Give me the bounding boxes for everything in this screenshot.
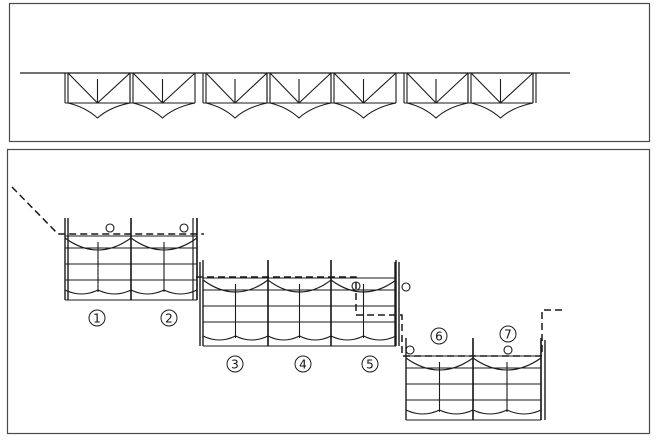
truss-membrane (132, 102, 196, 119)
unit-number-2: 2 (160, 309, 178, 327)
truss-diagonal (363, 72, 397, 104)
unit-number-6-text: 6 (435, 330, 443, 344)
section-unit (405, 338, 474, 421)
section-catenary (472, 357, 542, 371)
section-panel: 1 2 3 4 5 6 7 (6, 148, 651, 435)
truss-membrane (269, 102, 332, 119)
section-frame (6, 148, 651, 435)
section-unit (330, 260, 397, 347)
truss-membrane (406, 102, 469, 119)
section-units (64, 218, 546, 421)
section-catenary (330, 279, 397, 293)
section-ring-marker (105, 223, 115, 233)
truss-membrane (205, 102, 268, 119)
unit-number-7-text: 7 (504, 328, 512, 342)
section-base-scallop (202, 335, 269, 341)
truss-bay (266, 72, 332, 119)
truss-bay (64, 72, 131, 119)
dashed-profile-line (11, 186, 566, 357)
truss-diagonal (132, 72, 163, 104)
elevation-panel (8, 2, 651, 143)
section-base-scallop (267, 335, 332, 341)
truss-bay (202, 72, 268, 119)
truss-bay (403, 72, 469, 119)
unit-number-3-text: 3 (231, 358, 239, 372)
truss-diagonal (298, 72, 332, 104)
section-unit (130, 218, 198, 301)
truss-diagonal (205, 72, 236, 104)
truss-diagonal (470, 72, 501, 104)
section-unit (472, 338, 542, 421)
truss-diagonal (435, 72, 469, 104)
unit-number-1-text: 1 (93, 312, 101, 326)
unit-number-4: 4 (294, 355, 312, 373)
section-ring-marker (401, 282, 411, 292)
section-catenary (130, 237, 198, 251)
section-ring-marker (351, 281, 361, 291)
section-ring-marker (405, 345, 415, 355)
section-base-scallop (64, 289, 132, 295)
section-catenary (64, 237, 132, 251)
section-unit (202, 260, 269, 347)
truss-membrane (470, 102, 534, 119)
truss-diagonal (234, 72, 268, 104)
unit-number-2-text: 2 (165, 312, 173, 326)
section-base-scallop (130, 289, 198, 295)
section-catenary (267, 279, 332, 293)
truss-membrane (333, 102, 397, 119)
section-unit (267, 260, 332, 347)
section-ring-marker (503, 345, 513, 355)
section-base-scallop (472, 409, 542, 415)
section-base-scallop (330, 335, 397, 341)
truss-bay (330, 72, 397, 119)
unit-number-6: 6 (430, 327, 448, 345)
truss-bay (467, 72, 534, 119)
unit-number-7: 7 (499, 325, 517, 343)
unit-number-4-text: 4 (299, 358, 307, 372)
truss-diagonal (500, 72, 534, 104)
section-unit (64, 218, 132, 301)
truss-diagonal (333, 72, 364, 104)
truss-diagonal (67, 72, 98, 104)
truss-diagonal (269, 72, 300, 104)
elevation-frame (8, 2, 651, 143)
truss-membrane (67, 102, 131, 119)
truss-diagonal (162, 72, 196, 104)
unit-number-5: 5 (361, 355, 379, 373)
truss-diagonal (406, 72, 437, 104)
section-catenary (405, 357, 474, 371)
unit-number-3: 3 (226, 355, 244, 373)
section-base-scallop (405, 409, 474, 415)
section-catenary (202, 279, 269, 293)
unit-number-1: 1 (88, 309, 106, 327)
unit-number-5-text: 5 (366, 358, 374, 372)
truss-bays (64, 72, 537, 119)
truss-diagonal (97, 72, 131, 104)
section-ring-marker (179, 223, 189, 233)
truss-bay (129, 72, 196, 119)
